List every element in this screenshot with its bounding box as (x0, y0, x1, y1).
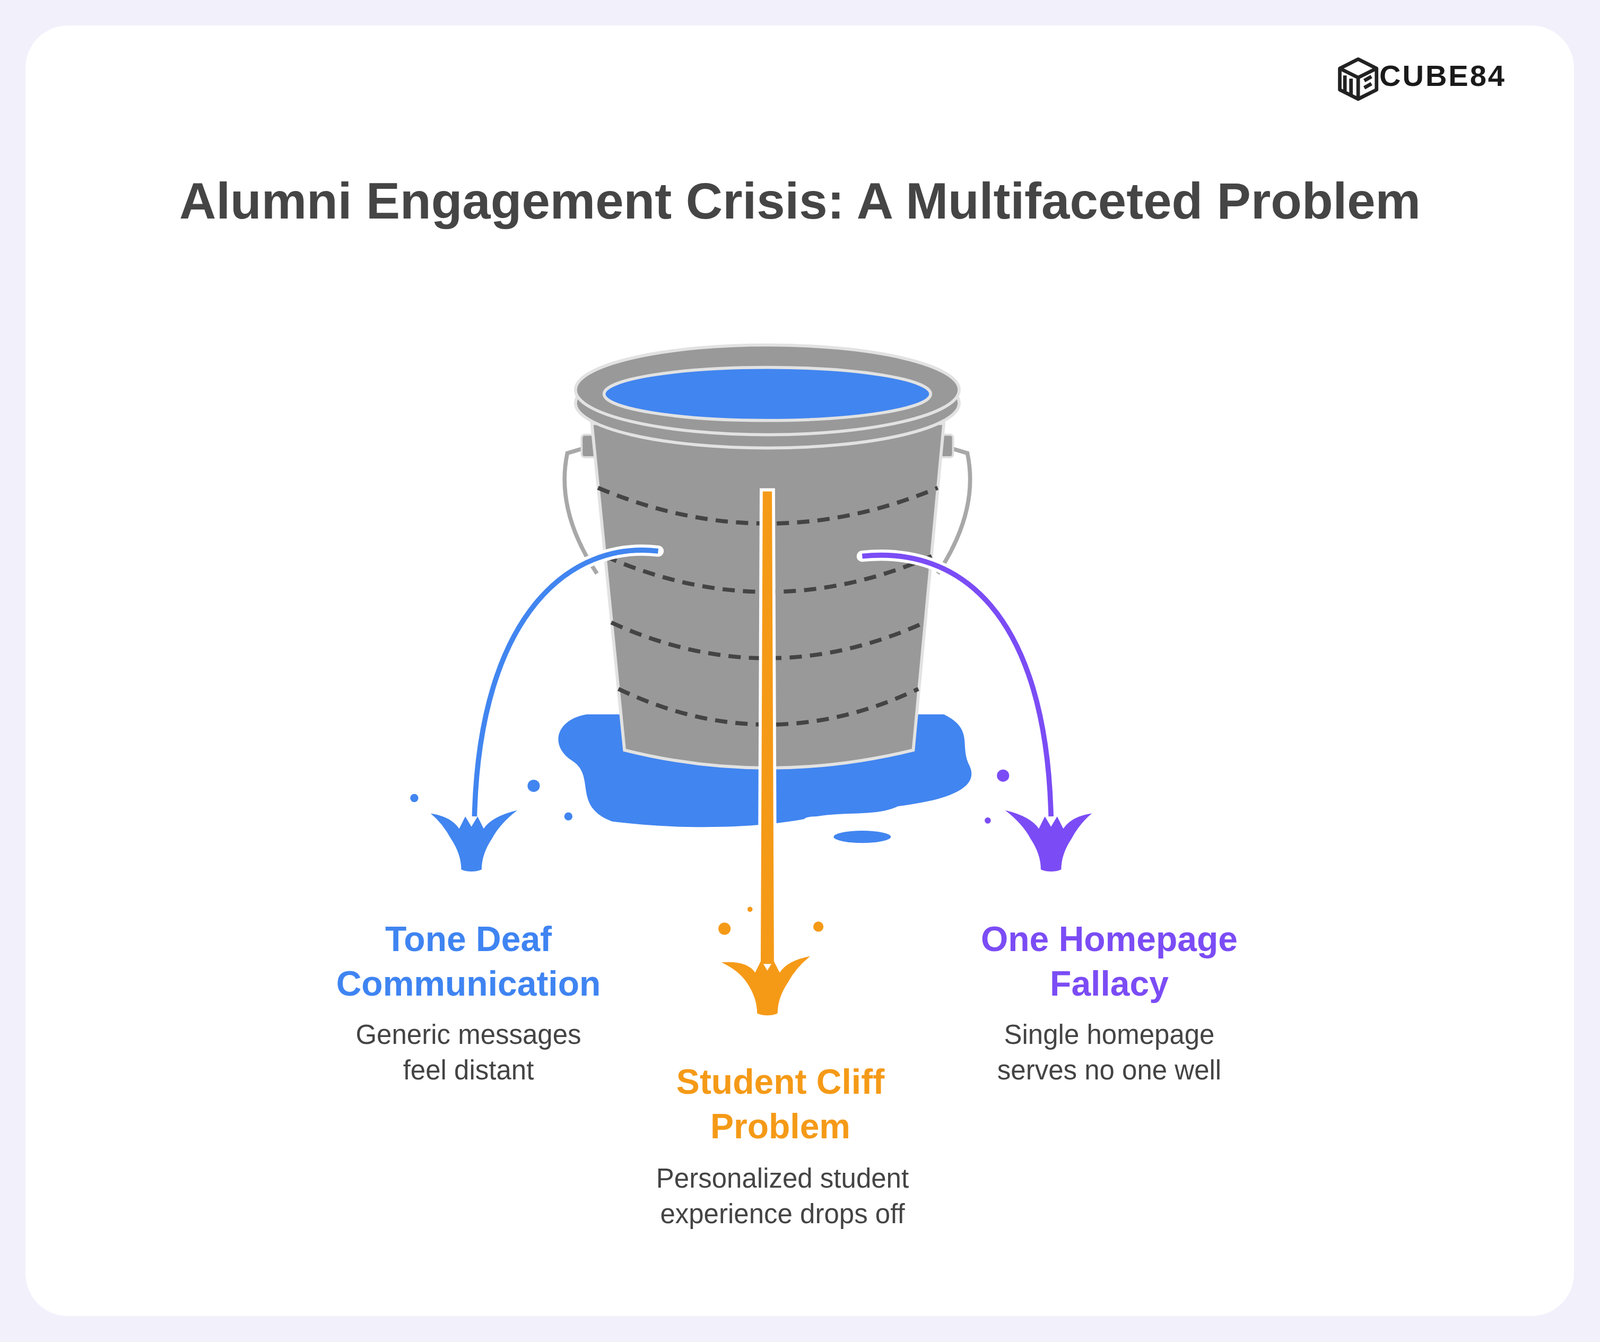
leak-stream (474, 550, 658, 817)
problem-heading: Tone Deaf Communication (325, 916, 612, 1006)
bucket-rim (575, 344, 960, 435)
problem-heading: Student Cliff Problem (661, 1059, 900, 1149)
bucket-water (604, 367, 932, 421)
leak-stream (862, 555, 1051, 817)
logo-icon (1340, 59, 1377, 100)
puddle-drop (804, 816, 829, 823)
brand-logo: CUBE84 (1379, 58, 1539, 94)
splash (718, 906, 824, 1016)
diagram-title: Alumni Engagement Crisis: A Multifaceted… (30, 170, 1570, 232)
splash (410, 779, 573, 872)
problem-description: Single homepage serves no one well (984, 1016, 1234, 1089)
problem-description: Personalized student experience drops of… (631, 1160, 934, 1232)
leak-stream (759, 489, 776, 966)
problem-description: Generic messages feel distant (341, 1016, 596, 1089)
splash (984, 769, 1092, 872)
leak-stream (474, 550, 658, 817)
puddle-drop (833, 830, 891, 843)
problem-heading: One Homepage Fallacy (960, 916, 1258, 1006)
leak-stream (862, 555, 1051, 817)
